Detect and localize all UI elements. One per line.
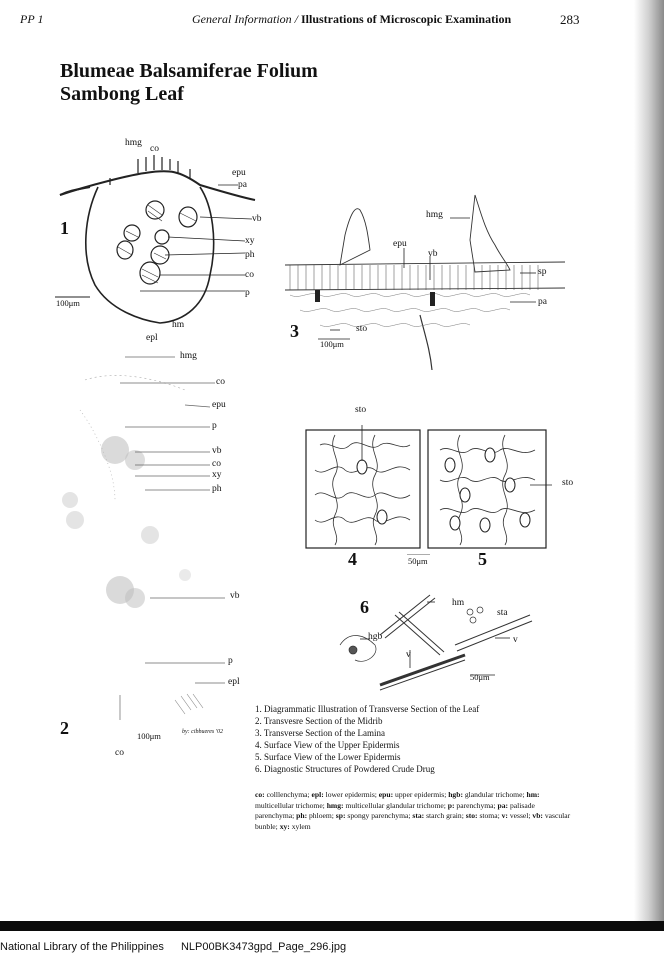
figure-2-number: 2 [60, 718, 69, 738]
fig6-scale: 50μm [470, 672, 490, 682]
fig3-label-hmg: hmg [426, 210, 443, 220]
fig2-label-co2: co [212, 459, 221, 469]
figure-6-drawing [339, 594, 533, 691]
fig2-label-epl: epl [228, 677, 240, 687]
title-common: Sambong Leaf [60, 83, 184, 105]
caption-2: 2. Transvesre Section of the Midrib [255, 716, 383, 726]
fig2-label-p: p [212, 421, 217, 431]
fig3-label-vb: vb [428, 249, 438, 259]
caption-3: 3. Transverse Section of the Lamina [255, 728, 385, 738]
page-number: 283 [560, 12, 580, 27]
fig5-label-sto: sto [562, 478, 574, 488]
fig2-label-co3: co [115, 748, 124, 758]
fig1-label-hmg: hmg [125, 138, 142, 148]
figure-2-drawing [62, 356, 225, 720]
figure-4-number: 4 [348, 549, 357, 569]
footer-library: National Library of the Philippines [0, 941, 164, 953]
fig3-label-sto: sto [356, 324, 368, 334]
caption-4: 4. Surface View of the Upper Epidermis [255, 740, 400, 750]
fig6-label-hgb: hgb [368, 632, 383, 642]
fig2-label-epu: epu [212, 400, 226, 410]
fig1-label-xy: xy [245, 236, 255, 246]
fig1-label-epu: epu [232, 168, 246, 178]
header-section: General Information / [192, 12, 298, 26]
figure-6-number: 6 [360, 597, 369, 617]
fig3-label-sp: sp [538, 267, 547, 277]
fig1-label-hm: hm [172, 320, 185, 330]
fig2-label-p2: p [228, 656, 233, 666]
page-title: Blumeae Balsamiferae Folium Sambong Leaf [60, 60, 318, 106]
footer-filename: NLP00BK3473gpd_Page_296.jpg [180, 941, 347, 953]
figure-captions: 1. Diagrammatic Illustration of Transver… [255, 703, 575, 775]
fig4-label-sto: sto [355, 405, 367, 415]
caption-6: 6. Diagnostic Structures of Powdered Cru… [255, 764, 435, 774]
abbreviation-legend: co: colllenchyma; epl: lower epidermis; … [255, 790, 571, 831]
figure-4-5-drawing [305, 425, 552, 555]
fig6-label-sta: sta [497, 608, 508, 618]
fig2-label-xy: xy [212, 470, 222, 480]
fig2-label-ph: ph [212, 484, 222, 494]
header-left: PP 1 [20, 12, 44, 26]
fig1-label-ph: ph [245, 250, 255, 260]
figure-3-number: 3 [290, 321, 299, 341]
fig2-scale: 100μm [137, 731, 161, 741]
fig1-label-p: p [245, 288, 250, 298]
fig1-label-epl: epl [146, 333, 158, 343]
running-header: General Information / Illustrations of M… [192, 12, 511, 27]
fig3-scale: 100μm [320, 339, 344, 349]
caption-5: 5. Surface View of the Lower Epidermis [255, 752, 401, 762]
fig1-label-co2: co [245, 270, 254, 280]
fig2-label-hmg: hmg [180, 351, 197, 361]
fig2-label-vb: vb [212, 446, 222, 456]
scan-edge-bar [0, 921, 664, 931]
artist-signature: by: cibbueres '02 [182, 729, 224, 735]
fig1-label-pa: pa [238, 180, 247, 190]
fig1-label-co: co [150, 144, 159, 154]
scan-footer: National Library of the Philippines NLP0… [0, 941, 664, 957]
figure-3-drawing [284, 194, 566, 371]
fig45-scale: 50μm [408, 556, 428, 566]
fig2-label-vb2: vb [230, 591, 240, 601]
book-spine-shadow [634, 0, 664, 921]
figure-1-drawing [55, 155, 256, 324]
caption-1: 1. Diagrammatic Illustration of Transver… [255, 704, 480, 714]
fig1-label-vb: vb [252, 214, 262, 224]
title-latin: Blumeae Balsamiferae Folium [60, 60, 318, 82]
fig6-label-hm: hm [452, 598, 465, 608]
fig6-label-v-left: v [406, 650, 411, 660]
fig3-label-epu: epu [393, 239, 407, 249]
figure-5-number: 5 [478, 549, 487, 569]
fig2-label-co: co [216, 377, 225, 387]
header-title: Illustrations of Microscopic Examination [301, 12, 512, 26]
fig3-label-pa: pa [538, 297, 547, 307]
fig6-label-v-right: v [513, 635, 518, 645]
figure-1-number: 1 [60, 218, 69, 238]
fig1-scale: 100μm [56, 298, 80, 308]
